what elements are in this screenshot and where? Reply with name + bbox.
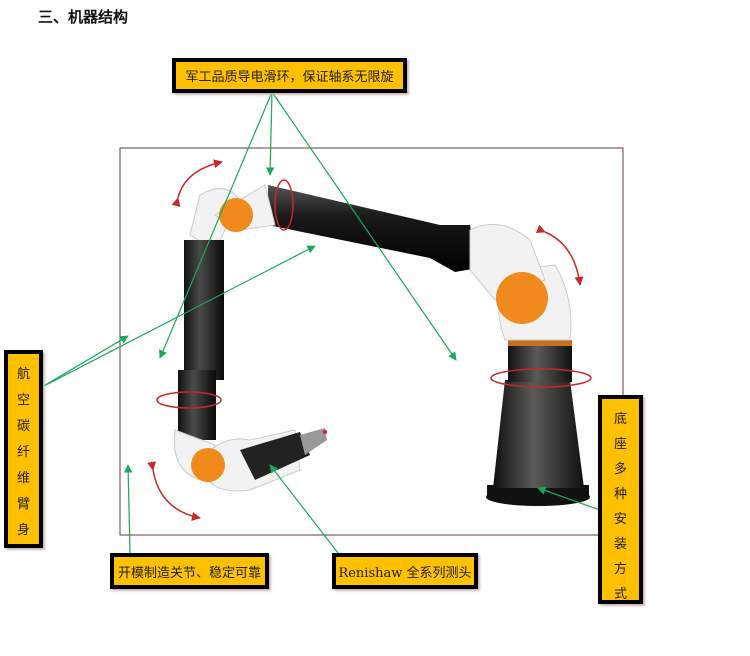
callout-text: 航空碳纤维臂身 [17, 367, 31, 538]
callout-arrows [41, 91, 601, 554]
joint-wrist [191, 448, 225, 482]
callout-slip-ring: 军工品质导电滑环，保证轴系无限旋 [172, 58, 407, 93]
section-title: 三、机器结构 [38, 8, 129, 26]
joint-shoulder [496, 272, 548, 324]
callout-base: 底座多种安装方式 [598, 395, 643, 604]
callout-text: 底座多种安装方式 [614, 412, 628, 602]
callout-joints: 开模制造关节、稳定可靠 [110, 553, 269, 589]
rotation-arrows [147, 159, 592, 521]
callout-carbon-arm: 航空碳纤维臂身 [4, 350, 43, 548]
callout-probe: Renishaw 全系列测头 [332, 553, 478, 589]
joint-elbow [219, 198, 253, 232]
